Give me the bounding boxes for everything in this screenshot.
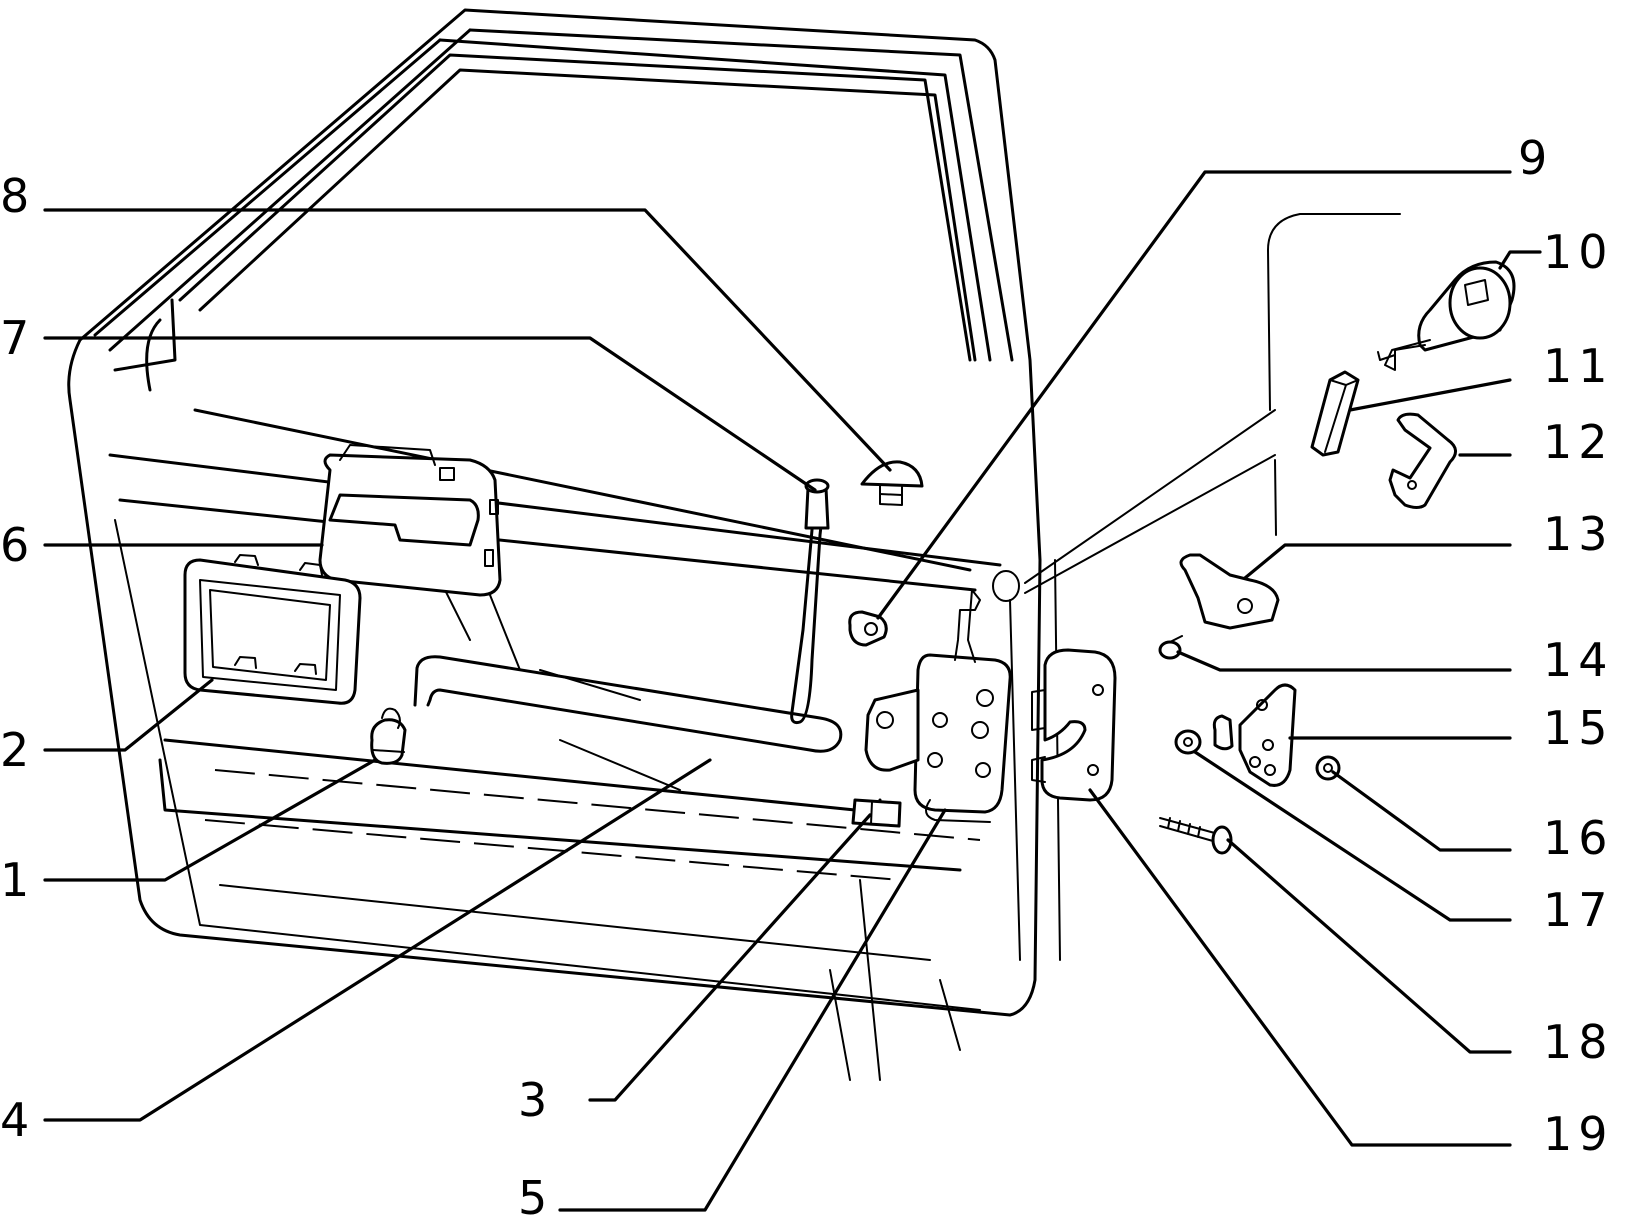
inner-handle-housing [318,444,502,597]
detail-bracket [1267,213,1401,536]
callout-17: 17 [1543,883,1614,937]
callout-5: 5 [518,1171,553,1215]
locking-knob-rod [790,478,830,724]
callout-19: 19 [1543,1107,1614,1161]
callout-3: 3 [518,1073,553,1127]
detail-pointer-lines [1024,409,1276,594]
leader-19 [1088,788,1512,1147]
leader-18 [1226,838,1512,1054]
callout-6: 6 [0,518,35,572]
rod-clip [848,610,888,647]
leader-1 [43,758,377,882]
screw [1159,817,1233,855]
leader-14 [1176,650,1512,672]
leader-4 [43,758,712,1122]
bezel-frame [183,554,362,705]
square-rod [1310,370,1360,457]
callout-8: 8 [0,169,35,223]
leader-8 [43,208,892,472]
clip [370,707,407,765]
callout-11: 11 [1543,339,1614,393]
callout-numbers: 1 2 3 4 5 6 7 8 9 10 11 12 13 14 15 16 1… [0,131,1614,1215]
leader-lines [43,170,1542,1212]
leader-10 [1498,250,1542,270]
callout-15: 15 [1543,701,1614,755]
washer-right-hole [1323,763,1333,773]
leader-16 [1331,770,1512,852]
door-lock [864,589,1012,823]
leader-11 [1348,378,1512,412]
striker-plate [1212,683,1297,787]
leader-7 [43,336,817,492]
rod [413,655,843,753]
retaining-clip [1388,412,1457,509]
callout-2: 2 [0,723,35,777]
callout-10: 10 [1543,225,1614,279]
leader-5 [558,808,947,1212]
leader-3 [588,813,872,1102]
door-hole [992,570,1020,602]
callout-12: 12 [1543,415,1614,469]
washer-left-hole [1183,737,1193,747]
callout-9: 9 [1518,131,1553,185]
pad [851,798,902,828]
callout-4: 4 [0,1093,35,1147]
lock-cylinder [1377,260,1516,371]
washer-left [1174,729,1202,755]
callout-7: 7 [0,311,35,365]
small-screw [1158,635,1183,660]
callout-1: 1 [0,853,35,907]
leader-13 [1243,543,1512,580]
leader-2 [43,678,214,752]
callout-14: 14 [1543,633,1614,687]
leader-17 [1193,750,1512,922]
leader-9 [876,170,1512,620]
striker-buffer [1031,648,1117,802]
callout-16: 16 [1543,811,1614,865]
grommet [860,460,924,506]
lever [1179,553,1280,630]
callout-18: 18 [1543,1015,1614,1069]
callout-13: 13 [1543,507,1614,561]
